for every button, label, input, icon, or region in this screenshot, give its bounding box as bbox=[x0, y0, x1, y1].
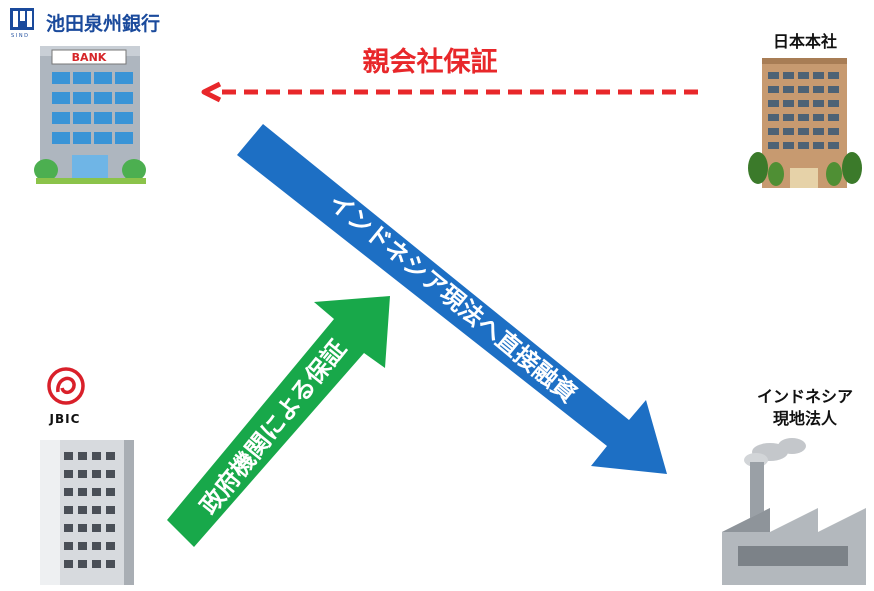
bank-building-icon: BANK bbox=[34, 46, 146, 184]
parent-guarantee-arrow bbox=[201, 81, 698, 103]
government-guarantee-label: 政府機関による保証 bbox=[195, 335, 352, 520]
bank-logo-icon: S I N D bbox=[10, 8, 34, 39]
subsidiary-title: インドネシア 現地法人 bbox=[740, 386, 870, 430]
headquarters-building-icon bbox=[748, 58, 862, 188]
parent-company-title: 日本本社 bbox=[772, 32, 837, 51]
svg-text:S I N D: S I N D bbox=[11, 33, 28, 38]
jbic-building-icon bbox=[40, 440, 134, 585]
subsidiary-title-line2: 現地法人 bbox=[772, 409, 837, 428]
subsidiary-title-line1: インドネシア bbox=[756, 387, 853, 406]
bank-sign-text: BANK bbox=[72, 51, 107, 64]
bank-logo: S I N D 池田泉州銀行 bbox=[10, 8, 210, 40]
factory-icon bbox=[722, 438, 866, 585]
government-guarantee-arrow: 政府機関による保証 bbox=[167, 296, 390, 547]
jbic-logo-icon bbox=[47, 367, 85, 405]
parent-guarantee-label: 親会社保証 bbox=[362, 47, 498, 78]
bank-logo-text: 池田泉州銀行 bbox=[46, 13, 161, 35]
jbic-label: JBIC bbox=[49, 412, 81, 426]
